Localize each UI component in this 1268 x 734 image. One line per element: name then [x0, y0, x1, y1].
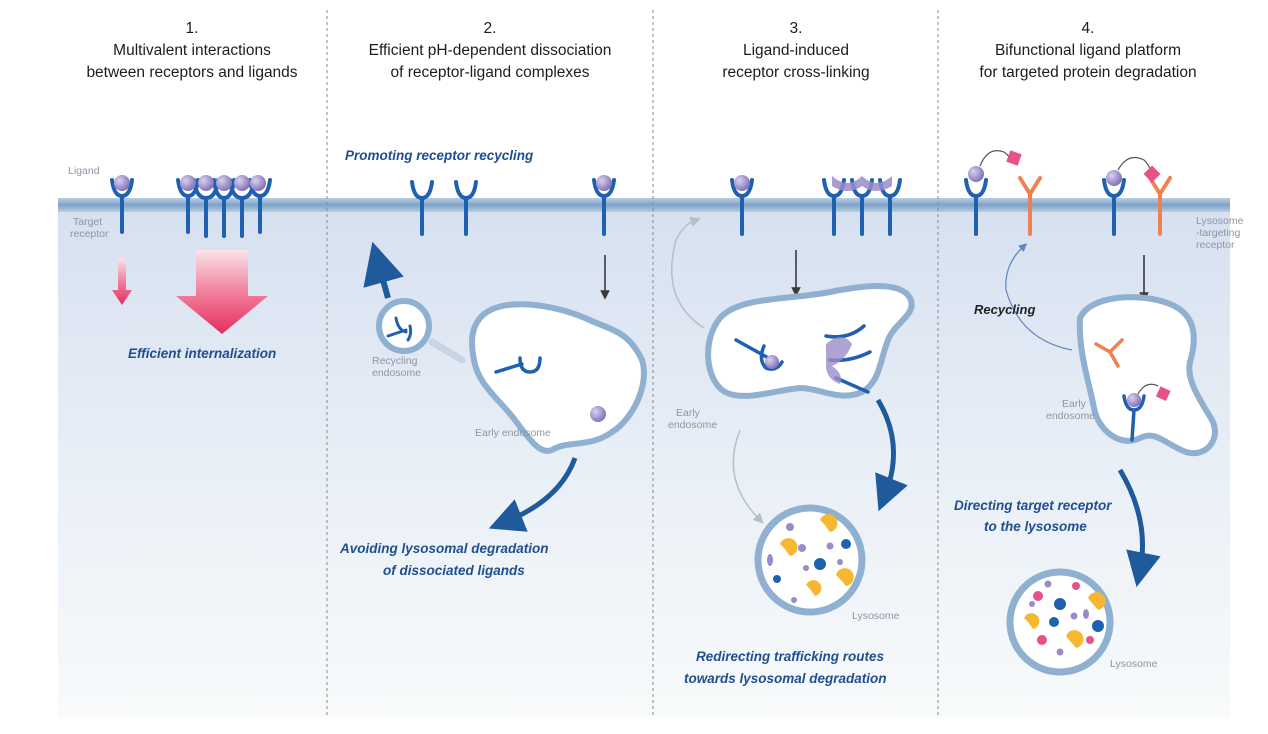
lysosome-route-arrow-p4 — [1117, 468, 1161, 588]
redirecting-text-1: Redirecting trafficking routes — [696, 649, 885, 664]
lysosome-p3 — [754, 504, 866, 616]
recycling-arrow-p4 — [1005, 243, 1073, 351]
lysosome-p3-label: Lysosome — [852, 610, 900, 622]
recycling-return-arrow — [670, 216, 705, 329]
bifunctional-ligand-2 — [1106, 157, 1161, 186]
panel-1-number: 1. — [186, 20, 199, 37]
lysosome-p4 — [1006, 568, 1114, 676]
lysosome-targeting-label-2: -targeting — [1196, 227, 1241, 239]
panel-2-title-line2: of receptor-ligand complexes — [390, 64, 589, 81]
ligand-sphere — [734, 175, 750, 191]
target-receptor-label-1: Target — [73, 216, 102, 228]
panel-4-number: 4. — [1082, 20, 1095, 37]
panel-3-title-line1: Ligand-induced — [743, 42, 849, 59]
avoiding-text-2: of dissociated ligands — [383, 563, 525, 578]
lysosome-p4-label: Lysosome — [1110, 658, 1158, 670]
panel-4-lysosome-receptors — [1018, 176, 1172, 236]
panel-3-title-line2: receptor cross-linking — [722, 64, 869, 81]
small-internalization-arrow — [112, 258, 132, 305]
early-endosome-p3-label-1: Early — [676, 407, 701, 419]
efficient-internalization-text: Efficient internalization — [128, 346, 276, 361]
early-endosome-p4-label-2: endosome — [1046, 410, 1095, 422]
lysosome-targeting-label-3: receptor — [1196, 239, 1235, 251]
bifunctional-ligand-1 — [968, 150, 1022, 182]
crosslinking-ligand — [832, 176, 892, 191]
ligand-sphere — [114, 175, 130, 191]
degradation-route-arrow — [732, 429, 764, 524]
panel-1-title-line2: between receptors and ligands — [86, 64, 297, 81]
panel-dividers — [326, 10, 939, 717]
early-endosome-p4-label-1: Early — [1062, 398, 1087, 410]
recycling-arrow — [363, 241, 404, 299]
ligand-label: Ligand — [68, 165, 100, 177]
recycling-text: Recycling — [974, 302, 1035, 317]
recycling-endosome-label-1: Recycling — [372, 355, 418, 367]
panel-4-header: 4. Bifunctional ligand platform for targ… — [979, 20, 1196, 81]
lysosome-targeting-label-1: Lysosome — [1196, 215, 1244, 227]
directing-text-1: Directing target receptor — [954, 498, 1112, 513]
early-endosome-p2-label: Early endosome — [475, 427, 551, 439]
panel-3-header: 3. Ligand-induced receptor cross-linking — [722, 20, 869, 81]
lysosome-route-arrow — [875, 398, 908, 512]
panel-4-title-line2: for targeted protein degradation — [979, 64, 1196, 81]
panel-4-title-line1: Bifunctional ligand platform — [995, 42, 1181, 59]
panel-2-number: 2. — [484, 20, 497, 37]
target-receptor-label-2: receptor — [70, 228, 109, 240]
avoiding-text-1: Avoiding lysosomal degradation — [339, 541, 549, 556]
panel-1-title-line1: Multivalent interactions — [113, 42, 271, 59]
recycling-endosome — [376, 298, 432, 354]
panel-2-header: 2. Efficient pH-dependent dissociation o… — [369, 20, 612, 81]
early-endosome-p4 — [1076, 294, 1218, 457]
panel-2-title-line1: Efficient pH-dependent dissociation — [369, 42, 612, 59]
recycling-endosome-label-2: endosome — [372, 367, 421, 379]
early-endosome-p3-label-2: endosome — [668, 419, 717, 431]
degradation-avoid-arrow — [488, 457, 578, 532]
ligand-sphere — [590, 406, 606, 422]
cell-membrane — [58, 198, 1230, 212]
panel-2-receptors — [410, 178, 616, 236]
directing-text-2: to the lysosome — [984, 519, 1087, 534]
redirecting-text-2: towards lysosomal degradation — [684, 671, 887, 686]
panel-4-target-receptors — [964, 178, 1126, 236]
promoting-recycling-text: Promoting receptor recycling — [345, 148, 534, 163]
large-internalization-arrow — [176, 250, 268, 334]
panel-3-number: 3. — [790, 20, 803, 37]
panel-1-ligands — [114, 175, 266, 191]
early-endosome-p3 — [705, 283, 915, 399]
panel-1-receptors — [110, 178, 272, 238]
ligand-sphere — [596, 175, 612, 191]
panel-1-header: 1. Multivalent interactions between rece… — [86, 20, 297, 81]
